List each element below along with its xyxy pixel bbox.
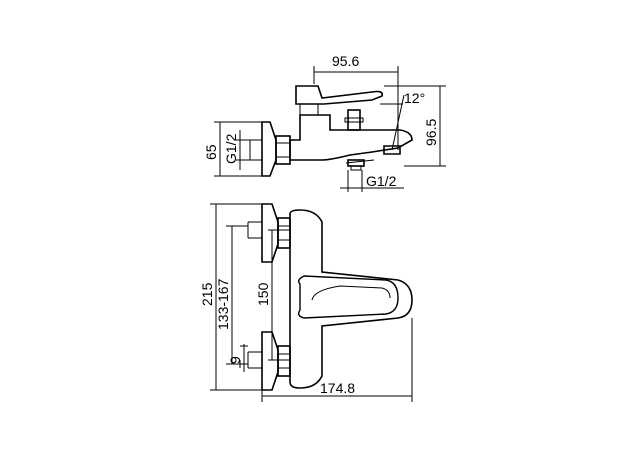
side-inlet-pipe xyxy=(249,139,262,161)
dim-wall-offset: 65 xyxy=(203,144,219,160)
side-flange xyxy=(261,121,277,177)
dim-eccentric-offset: 9 xyxy=(227,356,243,364)
dim-overall-depth: 174.8 xyxy=(320,380,355,396)
front-lever xyxy=(297,275,399,319)
front-dimensions: 215 133-167 150 9 174.8 xyxy=(199,203,413,402)
front-flange-upper xyxy=(261,203,279,263)
dim-center-distance: 150 xyxy=(255,282,271,306)
dim-connection-range: 133-167 xyxy=(215,278,231,330)
side-lever xyxy=(295,85,384,105)
front-flange-lower xyxy=(261,331,279,391)
side-dimensions: 95.6 12° 96.5 65 G1/2 G1/2 xyxy=(203,53,446,192)
side-spout-tip xyxy=(383,145,401,155)
front-nut-upper xyxy=(277,217,291,249)
dim-outlet-thread: G1/2 xyxy=(366,173,397,189)
front-view xyxy=(247,203,413,391)
side-view xyxy=(249,85,413,177)
dim-inlet-thread: G1/2 xyxy=(223,133,239,164)
front-body xyxy=(289,209,413,389)
dim-overall-height: 215 xyxy=(199,282,215,306)
side-body xyxy=(289,114,413,161)
side-diverter xyxy=(347,109,361,131)
side-nut xyxy=(275,135,291,165)
dim-angle: 12° xyxy=(404,90,425,106)
dim-side-height: 96.5 xyxy=(423,119,439,146)
front-nut-lower xyxy=(277,345,291,377)
dim-top-width: 95.6 xyxy=(332,53,359,69)
